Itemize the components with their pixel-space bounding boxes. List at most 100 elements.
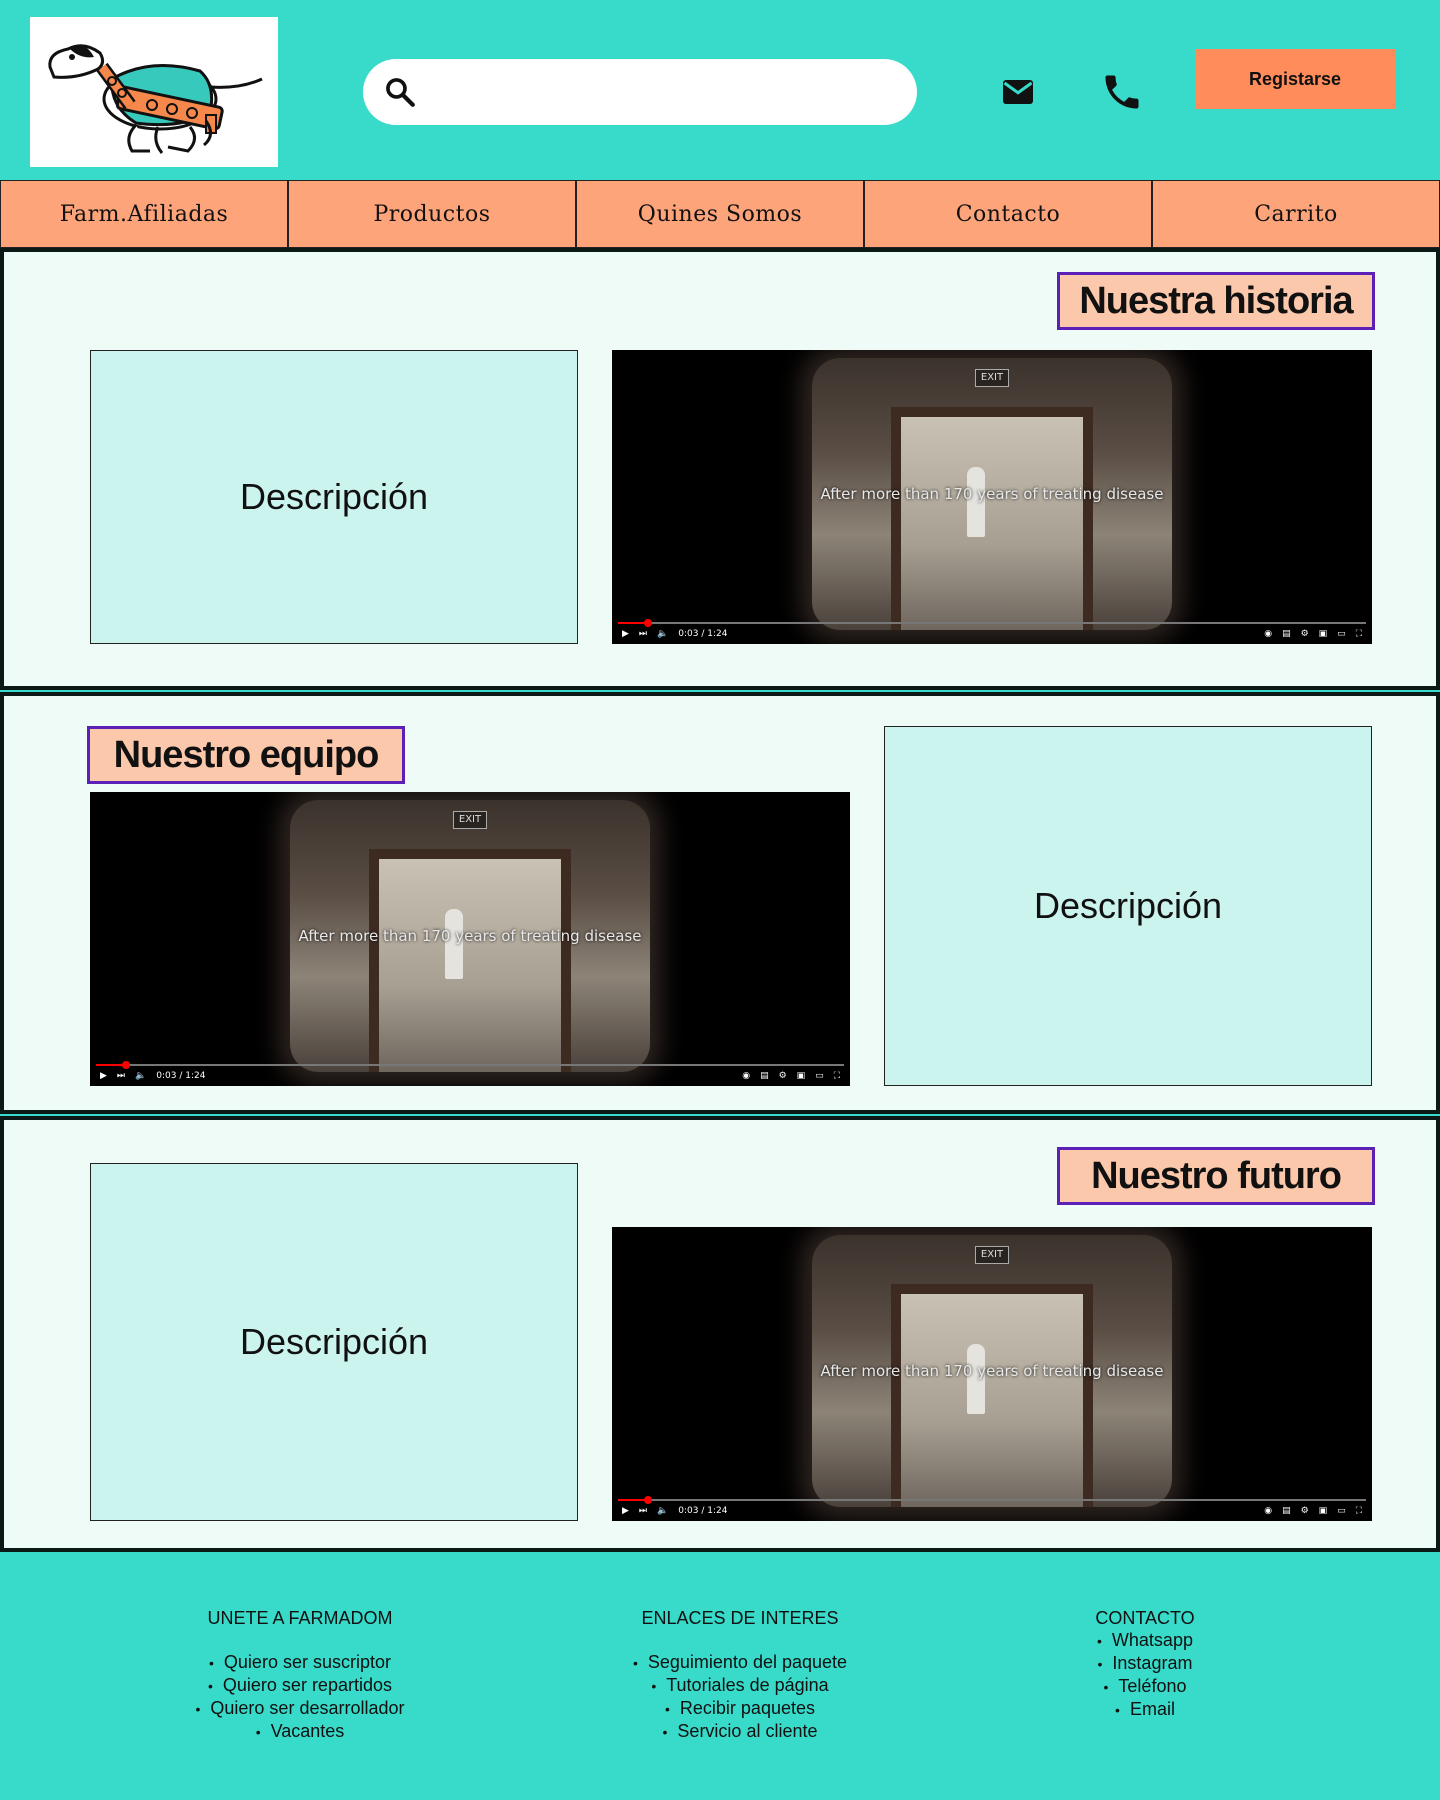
exit-sign: EXIT — [975, 368, 1009, 387]
play-icon[interactable]: ▶ — [622, 1506, 629, 1516]
section-title: Nuestra historia — [1057, 272, 1375, 330]
footer-link-email[interactable]: Email — [1060, 1698, 1230, 1721]
video-figure — [444, 908, 463, 979]
footer-heading: CONTACTO — [1095, 1608, 1195, 1628]
footer-links: ENLACES DE INTERES Seguimiento del paque… — [590, 1608, 890, 1743]
video-player[interactable]: EXIT After more than 170 years of treati… — [90, 792, 850, 1086]
play-icon[interactable]: ▶ — [622, 629, 629, 639]
description-box: Descripción — [90, 1163, 578, 1521]
subtitles-icon[interactable]: ▤ — [1282, 629, 1291, 639]
video-controls: ▶ ⏭ 🔈 0:03 / 1:24 ◉ ▤ ⚙ ▣ ▭ ⛶ — [622, 627, 1362, 641]
video-progress-bar[interactable] — [618, 619, 1366, 627]
video-player[interactable]: EXIT After more than 170 years of treati… — [612, 350, 1372, 644]
video-player[interactable]: EXIT After more than 170 years of treati… — [612, 1227, 1372, 1521]
next-icon[interactable]: ⏭ — [116, 1071, 126, 1081]
footer-link[interactable]: Servicio al cliente — [590, 1720, 890, 1743]
footer-link[interactable]: Tutoriales de página — [590, 1674, 890, 1697]
search-bar[interactable] — [363, 59, 917, 125]
theater-icon[interactable]: ▭ — [1337, 629, 1346, 639]
next-icon[interactable]: ⏭ — [638, 1506, 648, 1516]
search-input[interactable] — [433, 71, 893, 113]
footer-link[interactable]: Quiero ser suscriptor — [170, 1651, 430, 1674]
video-controls: ▶ ⏭ 🔈 0:03 / 1:24 ◉ ▤ ⚙ ▣ ▭ ⛶ — [100, 1069, 840, 1083]
video-scene — [891, 406, 1093, 630]
nav-item-quienes-somos[interactable]: Quines Somos — [576, 180, 864, 248]
miniplayer-icon[interactable]: ▣ — [1318, 629, 1328, 639]
footer-contact: CONTACTO Whatsapp Instagram Teléfono Ema… — [1060, 1608, 1230, 1721]
footer-link[interactable]: Quiero ser desarrollador — [170, 1697, 430, 1720]
subtitles-icon[interactable]: ▤ — [760, 1071, 769, 1081]
footer-heading: UNETE A FARMADOM — [207, 1608, 393, 1628]
description-box: Descripción — [884, 726, 1372, 1086]
video-controls: ▶ ⏭ 🔈 0:03 / 1:24 ◉ ▤ ⚙ ▣ ▭ ⛶ — [622, 1504, 1362, 1518]
exit-sign: EXIT — [453, 810, 487, 829]
section-equipo: Nuestro equipo EXIT After more than 170 … — [0, 692, 1440, 1114]
fullscreen-icon[interactable]: ⛶ — [833, 1071, 840, 1081]
footer-link[interactable]: Vacantes — [170, 1720, 430, 1743]
theater-icon[interactable]: ▭ — [815, 1071, 824, 1081]
play-icon[interactable]: ▶ — [100, 1071, 107, 1081]
footer-heading: ENLACES DE INTERES — [641, 1608, 839, 1628]
section-futuro: Nuestro futuro Descripción EXIT After mo… — [0, 1116, 1440, 1552]
subtitles-icon[interactable]: ▤ — [1282, 1506, 1291, 1516]
settings-icon[interactable]: ⚙ — [1300, 1506, 1309, 1516]
footer-list: Seguimiento del paquete Tutoriales de pá… — [590, 1651, 890, 1743]
footer-list: Whatsapp Instagram Teléfono Email — [1060, 1629, 1230, 1721]
nav-item-productos[interactable]: Productos — [288, 180, 576, 248]
video-caption: After more than 170 years of treating di… — [820, 1362, 1164, 1381]
fullscreen-icon[interactable]: ⛶ — [1355, 1506, 1362, 1516]
section-title: Nuestro equipo — [87, 726, 405, 784]
dog-logo-icon — [48, 44, 263, 154]
main-nav: Farm.Afiliadas Productos Quines Somos Co… — [0, 180, 1440, 248]
theater-icon[interactable]: ▭ — [1337, 1506, 1346, 1516]
fullscreen-icon[interactable]: ⛶ — [1355, 629, 1362, 639]
footer-link[interactable]: Recibir paquetes — [590, 1697, 890, 1720]
video-time: 0:03 / 1:24 — [678, 1506, 728, 1516]
video-progress-bar[interactable] — [618, 1496, 1366, 1504]
footer-list: Quiero ser suscriptor Quiero ser reparti… — [170, 1651, 430, 1743]
video-time: 0:03 / 1:24 — [678, 629, 728, 639]
miniplayer-icon[interactable]: ▣ — [796, 1071, 806, 1081]
footer-join: UNETE A FARMADOM Quiero ser suscriptor Q… — [170, 1608, 430, 1743]
volume-icon[interactable]: 🔈 — [657, 1506, 669, 1516]
nav-item-contacto[interactable]: Contacto — [864, 180, 1152, 248]
video-caption: After more than 170 years of treating di… — [820, 485, 1164, 504]
video-frame: EXIT — [812, 1235, 1172, 1507]
description-box: Descripción — [90, 350, 578, 644]
video-frame: EXIT — [812, 358, 1172, 630]
video-caption: After more than 170 years of treating di… — [298, 927, 642, 946]
section-title: Nuestro futuro — [1057, 1147, 1375, 1205]
section-historia: Nuestra historia Descripción EXIT After … — [0, 248, 1440, 690]
exit-sign: EXIT — [975, 1245, 1009, 1264]
mail-icon[interactable] — [1000, 74, 1036, 110]
register-button[interactable]: Registarse — [1195, 49, 1395, 109]
site-header: Registarse — [0, 0, 1440, 180]
video-progress-bar[interactable] — [96, 1061, 844, 1069]
footer-link-instagram[interactable]: Instagram — [1060, 1652, 1230, 1675]
nav-item-farm-afiliadas[interactable]: Farm.Afiliadas — [0, 180, 288, 248]
footer-link[interactable]: Quiero ser repartidos — [170, 1674, 430, 1697]
autoplay-icon[interactable]: ◉ — [1264, 629, 1273, 639]
nav-item-carrito[interactable]: Carrito — [1152, 180, 1440, 248]
volume-icon[interactable]: 🔈 — [135, 1071, 147, 1081]
video-time: 0:03 / 1:24 — [156, 1071, 206, 1081]
autoplay-icon[interactable]: ◉ — [742, 1071, 751, 1081]
footer-link[interactable]: Seguimiento del paquete — [590, 1651, 890, 1674]
search-icon[interactable] — [383, 75, 417, 109]
site-footer: UNETE A FARMADOM Quiero ser suscriptor Q… — [0, 1552, 1440, 1800]
autoplay-icon[interactable]: ◉ — [1264, 1506, 1273, 1516]
logo[interactable] — [30, 17, 278, 167]
video-figure — [966, 1343, 985, 1414]
next-icon[interactable]: ⏭ — [638, 629, 648, 639]
video-scene — [369, 848, 571, 1072]
footer-link-telefono[interactable]: Teléfono — [1060, 1675, 1230, 1698]
settings-icon[interactable]: ⚙ — [778, 1071, 787, 1081]
settings-icon[interactable]: ⚙ — [1300, 629, 1309, 639]
volume-icon[interactable]: 🔈 — [657, 629, 669, 639]
phone-icon[interactable] — [1100, 70, 1144, 114]
video-frame: EXIT — [290, 800, 650, 1072]
footer-link-whatsapp[interactable]: Whatsapp — [1060, 1629, 1230, 1652]
video-scene — [891, 1283, 1093, 1507]
miniplayer-icon[interactable]: ▣ — [1318, 1506, 1328, 1516]
video-figure — [966, 466, 985, 537]
